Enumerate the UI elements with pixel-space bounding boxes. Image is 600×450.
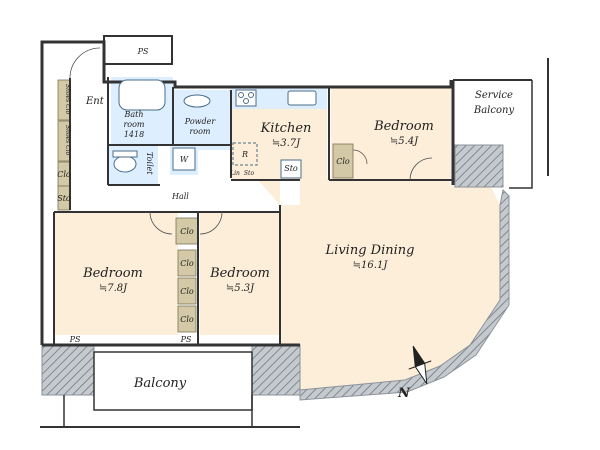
bedroom-ne-closet: [332, 143, 354, 179]
bedroom-w-door-swing: [149, 211, 173, 235]
hall-closet-label: Clo: [180, 227, 194, 236]
bedroom-closet-1-label: Clo: [180, 259, 194, 268]
bedroom-closet-3-label: Clo: [180, 315, 194, 324]
north-label: N: [397, 386, 411, 401]
service-balcony-outline: [509, 80, 533, 189]
kitchen-storage-label: Sto: [284, 164, 298, 173]
bedroom-ne-closet-label: Clo: [336, 157, 350, 166]
bedroom-closet-1: [177, 249, 197, 277]
compass-icon: [408, 345, 432, 385]
washer-label: W: [180, 155, 189, 164]
kitchen-label: Kitchen: [260, 121, 312, 136]
bedroom-ne-door-swing: [409, 157, 433, 181]
structural-columns: [41, 144, 510, 401]
living-dining-floor: [258, 178, 500, 390]
bedroom-closet-2-label: Clo: [180, 287, 194, 296]
ps-label-top: PS: [137, 47, 149, 56]
bedroom-ne-label: Bedroom: [373, 119, 434, 134]
hall-label: Hall: [171, 192, 189, 201]
bedroom-c-floor: [200, 213, 280, 335]
fridge-space: [232, 142, 258, 166]
bedroom-closet-3: [177, 305, 197, 333]
service-balcony-label-1: Service: [475, 90, 513, 101]
curtain-wall-diagonal: [299, 188, 510, 401]
room-labels: Kitchen ≒3.7J Bedroom ≒5.4J Living Dinin…: [57, 47, 514, 391]
entry-door-swing: [69, 47, 101, 79]
toilet-bowl: [113, 155, 137, 173]
shoes-closet-1-label: Shoes Clo: [64, 84, 71, 115]
powder-sink: [183, 94, 211, 108]
closets: [57, 79, 354, 333]
burner-2: [248, 92, 254, 98]
kitchen-area: ≒3.7J: [272, 138, 301, 149]
kitchen-sto-label: Sto: [244, 170, 255, 177]
toilet-label: Toilet: [145, 152, 154, 175]
powder-label-2: room: [189, 127, 210, 136]
bathtub: [118, 79, 166, 111]
column-bottom-left: [41, 344, 95, 396]
north-arrow: N: [397, 345, 432, 401]
kitchen-sink: [287, 90, 317, 106]
ps-box-top: [103, 35, 173, 65]
balcony-south-outline: [93, 351, 253, 411]
toilet-tank: [112, 150, 138, 158]
column-bottom-center: [251, 344, 301, 396]
fixtures: [69, 47, 433, 235]
bedroom-c-door-swing: [199, 211, 223, 235]
living-dining-area: ≒16.1J: [353, 260, 389, 271]
powder-label: Powder: [184, 117, 217, 126]
bath-label-2: room: [123, 120, 144, 129]
entry-closet-label: Clo: [57, 170, 71, 179]
bedroom-c-area: ≒5.3J: [226, 283, 255, 294]
linen-label: Lin: [229, 170, 240, 177]
entrance-label: Ent: [85, 96, 105, 107]
shoes-closet-2-label: Shoes Clo: [64, 125, 71, 156]
entry-storage-label: Sto: [57, 194, 71, 203]
service-balcony-label-2: Balcony: [473, 105, 515, 116]
living-dining-label: Living Dining: [325, 243, 415, 258]
bedroom-w-floor: [54, 213, 178, 335]
bedroom-w-area: ≒7.8J: [99, 283, 128, 294]
ps-label-bottom-left: PS: [69, 335, 81, 344]
washer-box: [172, 147, 196, 171]
bedroom-ne-area: ≒5.4J: [390, 136, 419, 147]
bedroom-closet-2: [177, 277, 197, 305]
kitchen-floor: [231, 109, 327, 179]
closet-door-swing: [352, 149, 368, 165]
bedroom-w-label: Bedroom: [82, 266, 143, 281]
burner-3: [243, 98, 249, 104]
burner-1: [238, 92, 244, 98]
bedroom-c-label: Bedroom: [209, 266, 270, 281]
bath-label: Bath: [123, 110, 143, 119]
bath-size: 1418: [124, 130, 144, 139]
column-east: [454, 144, 504, 188]
kitchen-storage: [280, 159, 302, 179]
ps-label-bottom-center: PS: [180, 335, 192, 344]
balconies: [40, 58, 549, 428]
balcony-label: Balcony: [133, 376, 187, 391]
fridge-label: R: [241, 150, 248, 159]
